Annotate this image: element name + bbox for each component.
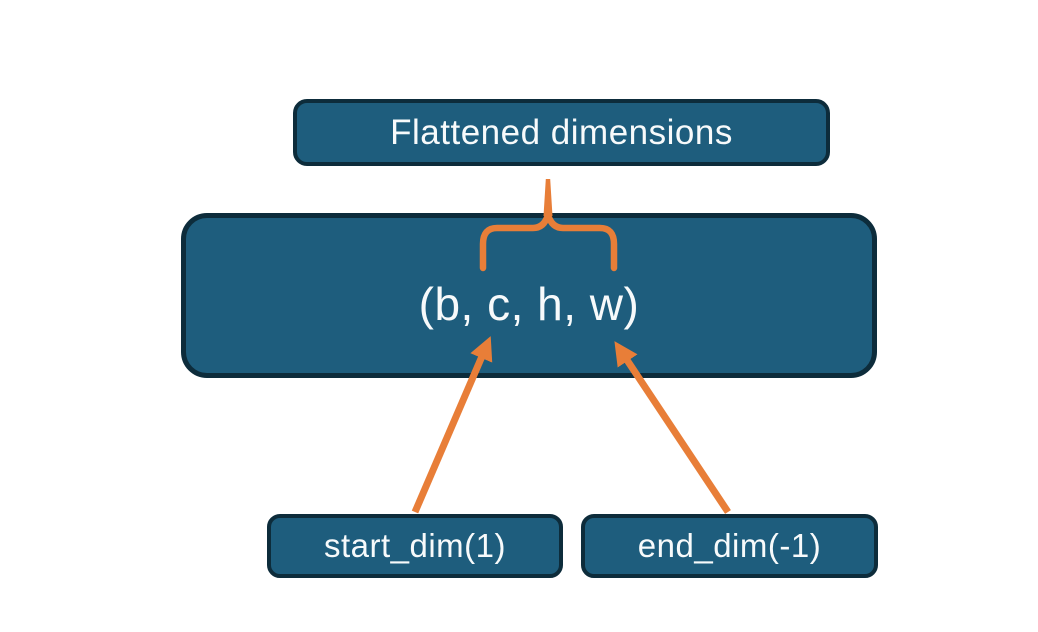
node-end-dim: end_dim(-1) [581, 514, 878, 578]
node-tensor-shape: (b, c, h, w) [181, 213, 877, 378]
end-dim-label: end_dim(-1) [637, 527, 822, 564]
node-start-dim: start_dim(1) [267, 514, 563, 578]
node-flattened-dimensions: Flattened dimensions [293, 99, 830, 166]
start-dim-label: start_dim(1) [323, 527, 507, 564]
flattened-dimensions-label: Flattened dimensions [390, 112, 733, 152]
brace-stem [543, 179, 553, 216]
tensor-shape-label: (b, c, h, w) [418, 277, 640, 330]
